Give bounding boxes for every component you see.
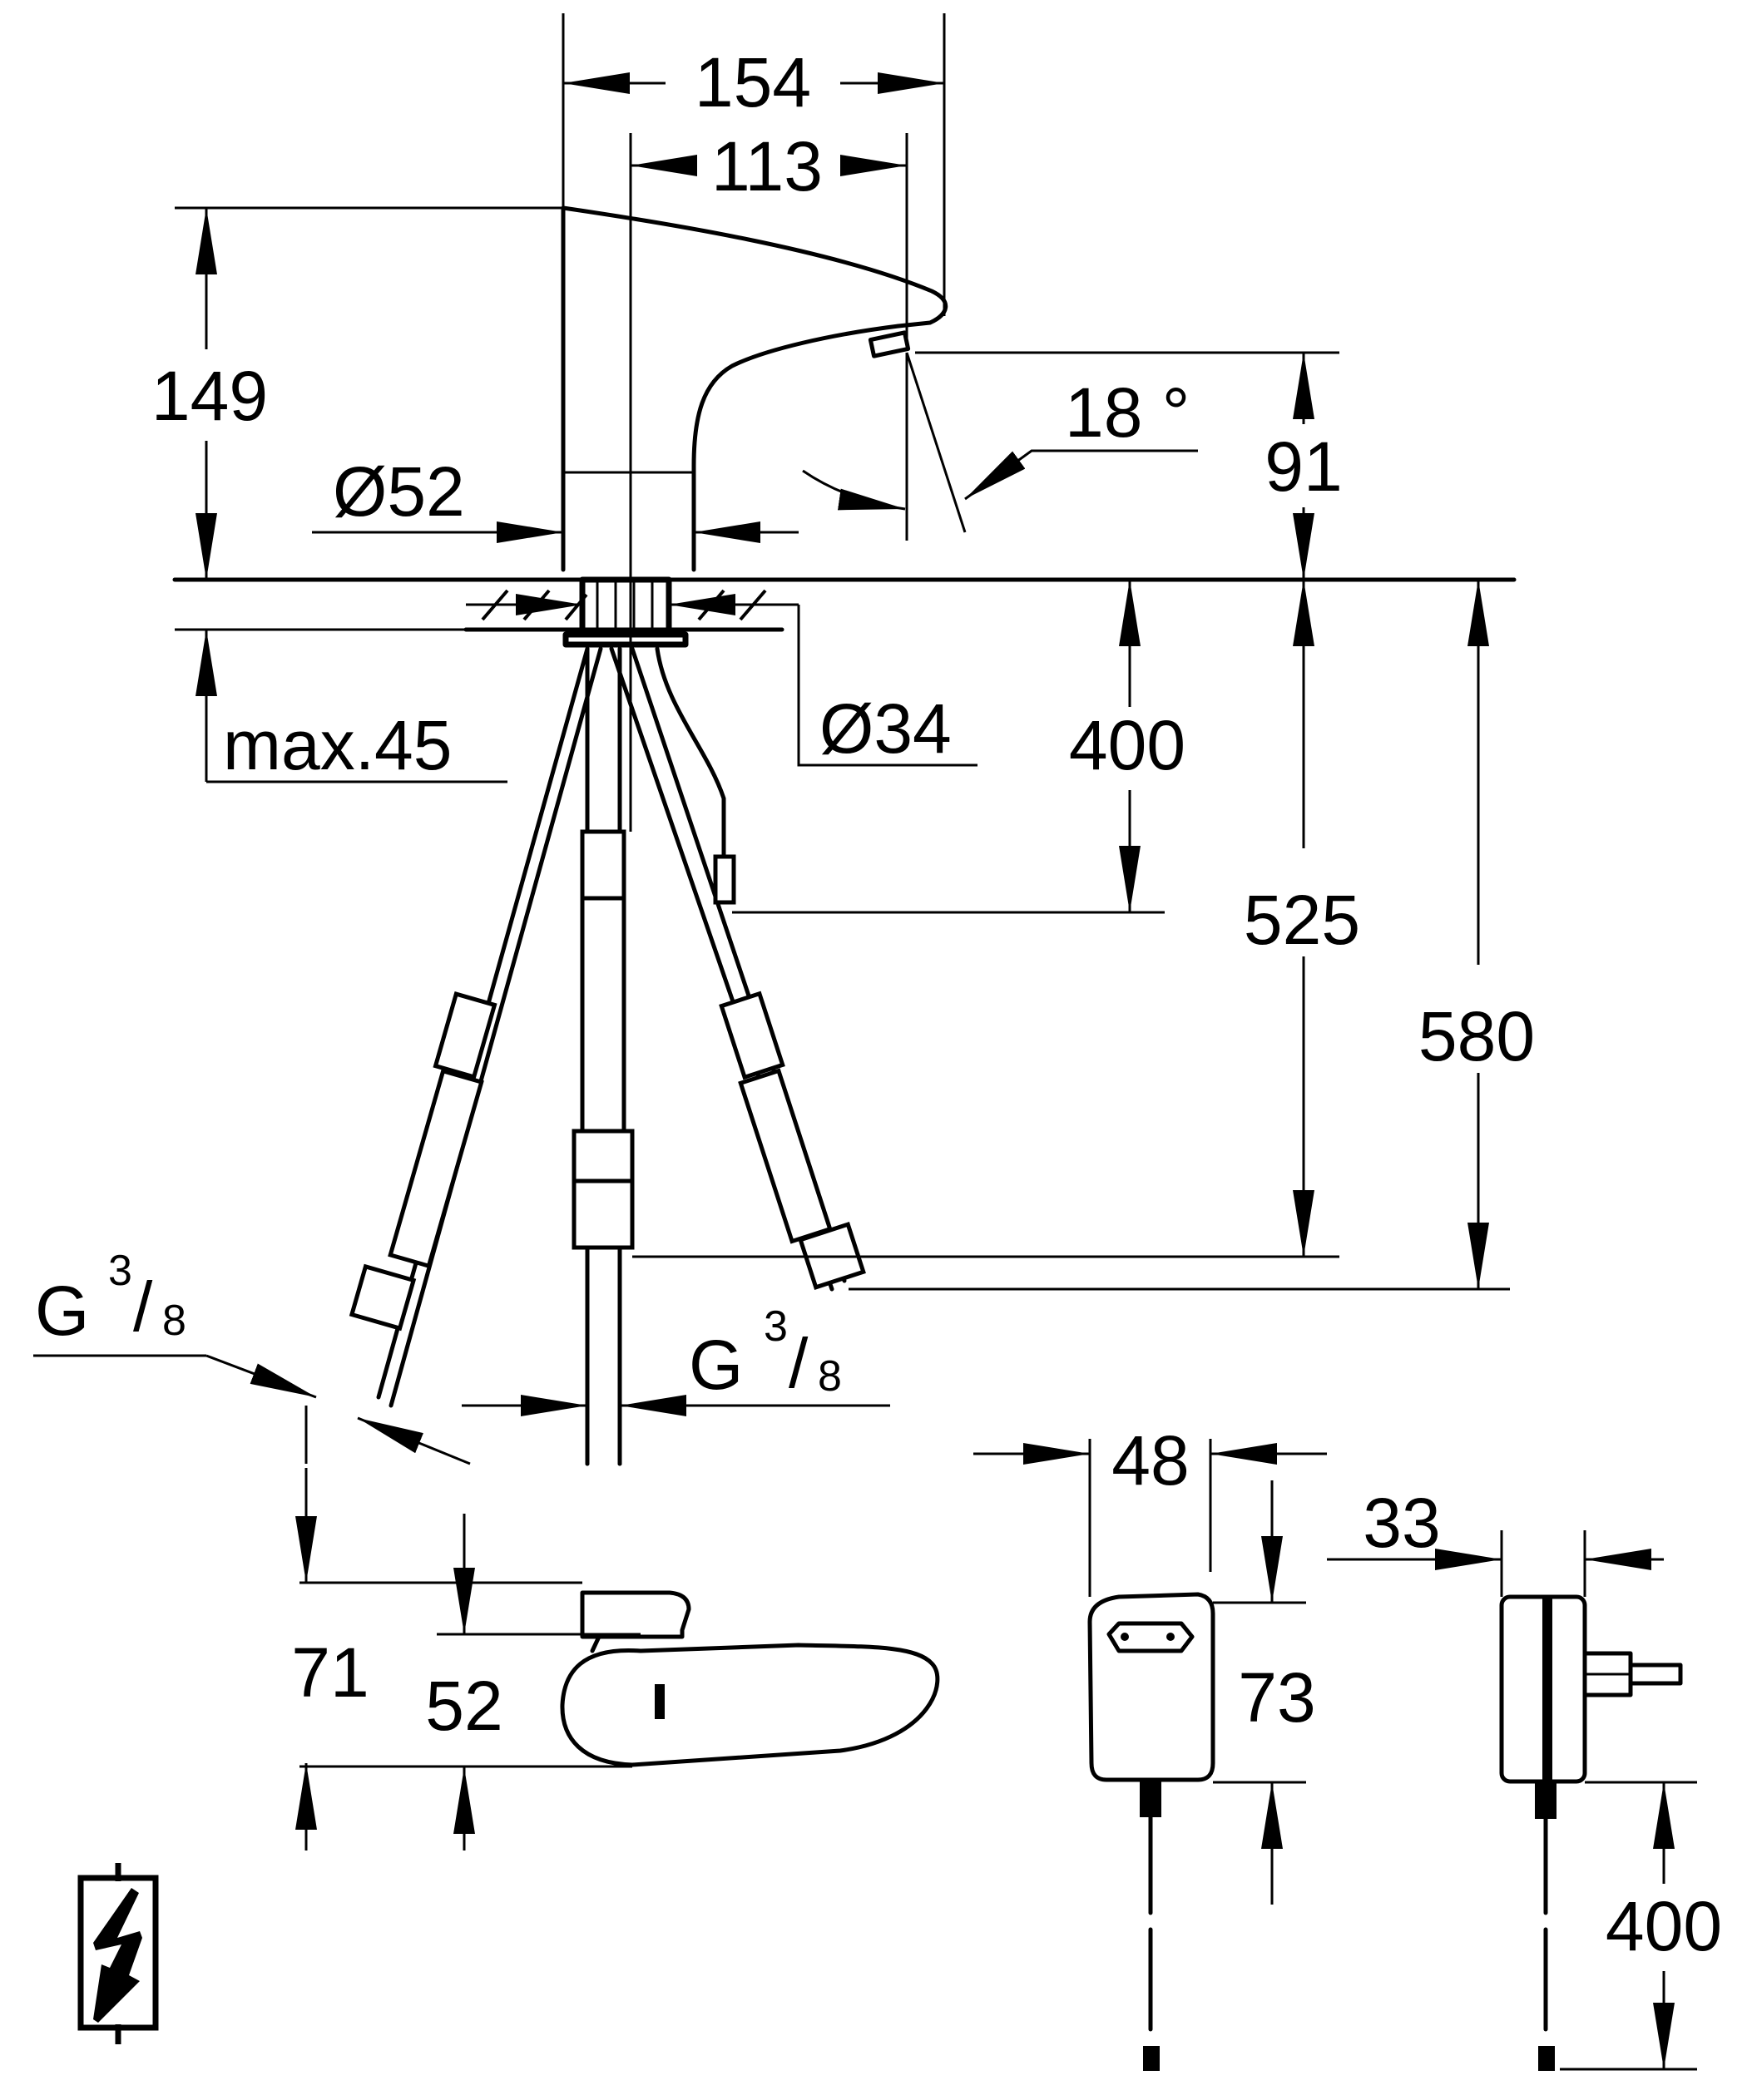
supply-hoses <box>349 646 866 1466</box>
thread-label-left: G 3 / 8 <box>33 1247 471 1465</box>
power-adapter-front: 48 73 <box>973 1421 1327 2071</box>
dim-label-71: 71 <box>291 1633 369 1712</box>
thread-left-separator: / <box>133 1267 153 1346</box>
dim-label-18-degrees: 18 ° <box>1065 373 1190 452</box>
thread-label-center: G 3 / 8 <box>462 1302 890 1416</box>
dimension-113: 113 <box>629 127 908 341</box>
hose-fittings <box>349 829 866 1332</box>
dim-label-400-cable: 400 <box>1069 706 1185 784</box>
lightning-bolt-icon <box>77 1863 159 2044</box>
thread-left-numerator: 3 <box>108 1247 132 1295</box>
dimension-18-degrees: 18 ° <box>964 373 1198 501</box>
dimension-580: 580 <box>849 580 1535 1291</box>
dim-label-154: 154 <box>695 43 811 121</box>
dim-label-113: 113 <box>711 127 823 205</box>
dim-label-48: 48 <box>1111 1421 1189 1500</box>
thread-center-denominator: 8 <box>818 1352 842 1401</box>
dimension-91: 91 <box>915 351 1343 580</box>
dimension-149: 149 <box>151 206 563 580</box>
dim-label-580: 580 <box>1418 997 1535 1075</box>
dim-label-149: 149 <box>151 357 268 435</box>
thread-center-numerator: 3 <box>764 1302 788 1351</box>
thread-left-denominator: 8 <box>162 1297 186 1345</box>
dimension-525: 525 <box>632 580 1360 1258</box>
dim-label-52: 52 <box>425 1667 502 1745</box>
deck-section <box>172 576 1517 767</box>
power-adapter-side: 33 400 <box>1327 1484 1722 2071</box>
thread-center-separator: / <box>789 1324 809 1402</box>
dim-label-max-45: max.45 <box>223 706 452 784</box>
thread-left-base: G <box>35 1272 89 1350</box>
dimension-400-cable: 400 <box>732 580 1185 914</box>
dim-label-33: 33 <box>1363 1484 1440 1562</box>
dimension-154: 154 <box>562 13 946 316</box>
faucet-top-view: 71 52 <box>291 1468 940 1850</box>
dimension-max-45: max.45 <box>195 630 507 784</box>
dim-label-diameter-34: Ø34 <box>819 689 952 768</box>
dimension-diameter-52: Ø52 <box>312 452 799 543</box>
dim-label-400-adapter: 400 <box>1606 1887 1722 1965</box>
thread-center-base: G <box>689 1326 743 1404</box>
dim-label-91: 91 <box>1265 427 1342 506</box>
dim-label-73: 73 <box>1238 1658 1315 1737</box>
dim-label-diameter-52: Ø52 <box>333 452 465 531</box>
dim-label-525: 525 <box>1244 881 1360 959</box>
